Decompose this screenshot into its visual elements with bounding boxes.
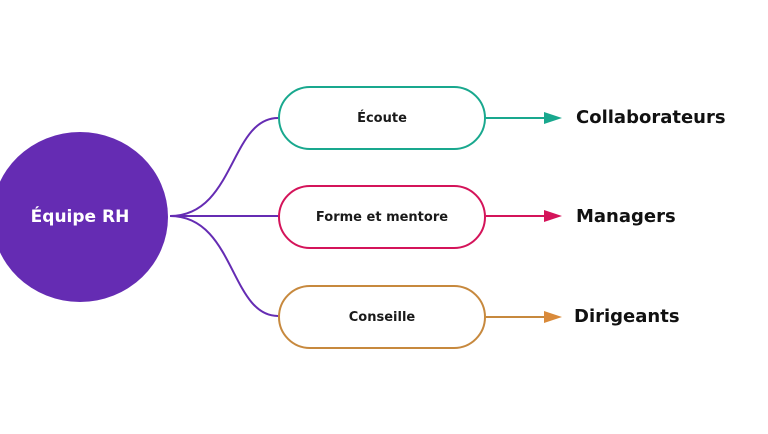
- arrow-to-managers: [486, 210, 562, 222]
- role-label: Forme et mentore: [315, 209, 449, 225]
- role-label: Écoute: [357, 110, 407, 126]
- hub-circle: Équipe RH: [0, 132, 168, 302]
- role-ecoute: Écoute: [278, 86, 486, 150]
- arrow-to-dirigeants: [486, 311, 562, 323]
- connector-to-conseille: [169, 215, 279, 317]
- target-dirigeants: Dirigeants: [574, 306, 680, 327]
- connector-to-ecoute: [169, 117, 279, 217]
- role-label: Conseille: [348, 309, 416, 325]
- target-collaborateurs: Collaborateurs: [576, 107, 726, 128]
- role-conseille: Conseille: [278, 285, 486, 349]
- arrow-to-collaborateurs: [486, 112, 562, 124]
- hub-label: Équipe RH: [30, 207, 130, 227]
- role-forme-et-mentore: Forme et mentore: [278, 185, 486, 249]
- target-managers: Managers: [576, 206, 676, 227]
